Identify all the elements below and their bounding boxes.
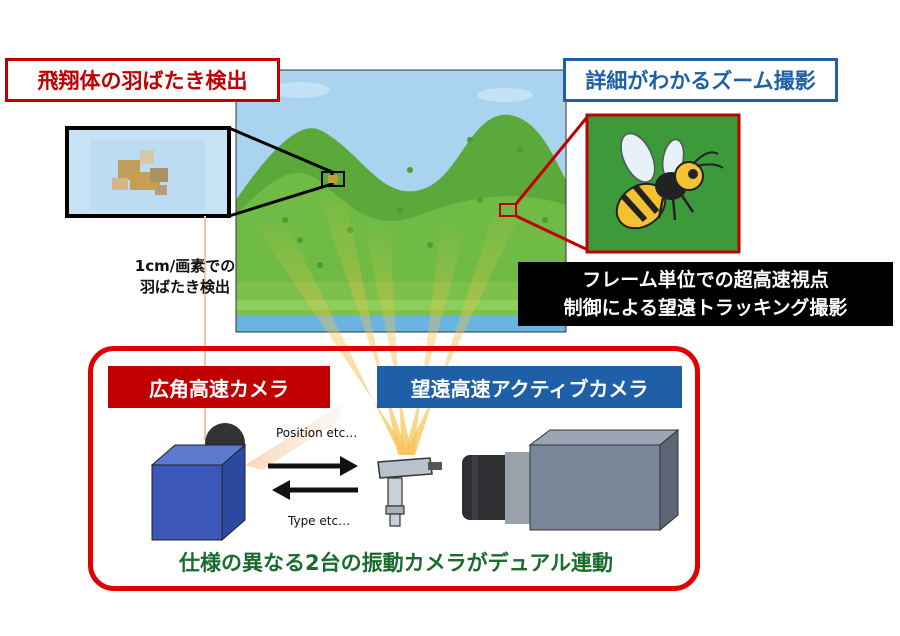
tracking-label-line1: フレーム単位での超高速視点 [582,269,829,291]
wide-camera-label: 広角高速カメラ [108,366,330,408]
bee-icon [615,132,724,230]
system-caption: 仕様の異なる2台の振動カメラがデュアル連動 [179,551,613,575]
resolution-note: 1cm/画素での 羽ばたき検出 [105,256,265,298]
wide-camera-icon [150,423,247,542]
resolution-note-line1: 1cm/画素での [134,257,236,275]
tele-camera-label: 望遠高速アクティブカメラ [377,366,682,408]
wide-view-cone [245,405,340,470]
tracking-label: フレーム単位での超高速視点 制御による望遠トラッキング撮影 [518,262,893,326]
system-frame [88,346,700,591]
arrow-right-icon [268,456,358,476]
resolution-note-line2: 羽ばたき検出 [139,278,230,296]
tele-camera-icon [462,428,680,532]
detection-label: 飛翔体の羽ばたき検出 [5,58,280,102]
tracking-label-line2: 制御による望遠トラッキング撮影 [563,297,848,319]
detection-zoom-frame [65,125,345,219]
arrow-left-icon [272,480,358,500]
mirror-gimbal-icon [377,457,442,527]
landscape-scene [236,70,566,332]
zoom-label: 詳細がわかるズーム撮影 [563,58,838,102]
type-arrow-label: Type etc… [288,514,351,528]
position-arrow-label: Position etc… [276,426,358,440]
scene-frame [235,69,567,333]
